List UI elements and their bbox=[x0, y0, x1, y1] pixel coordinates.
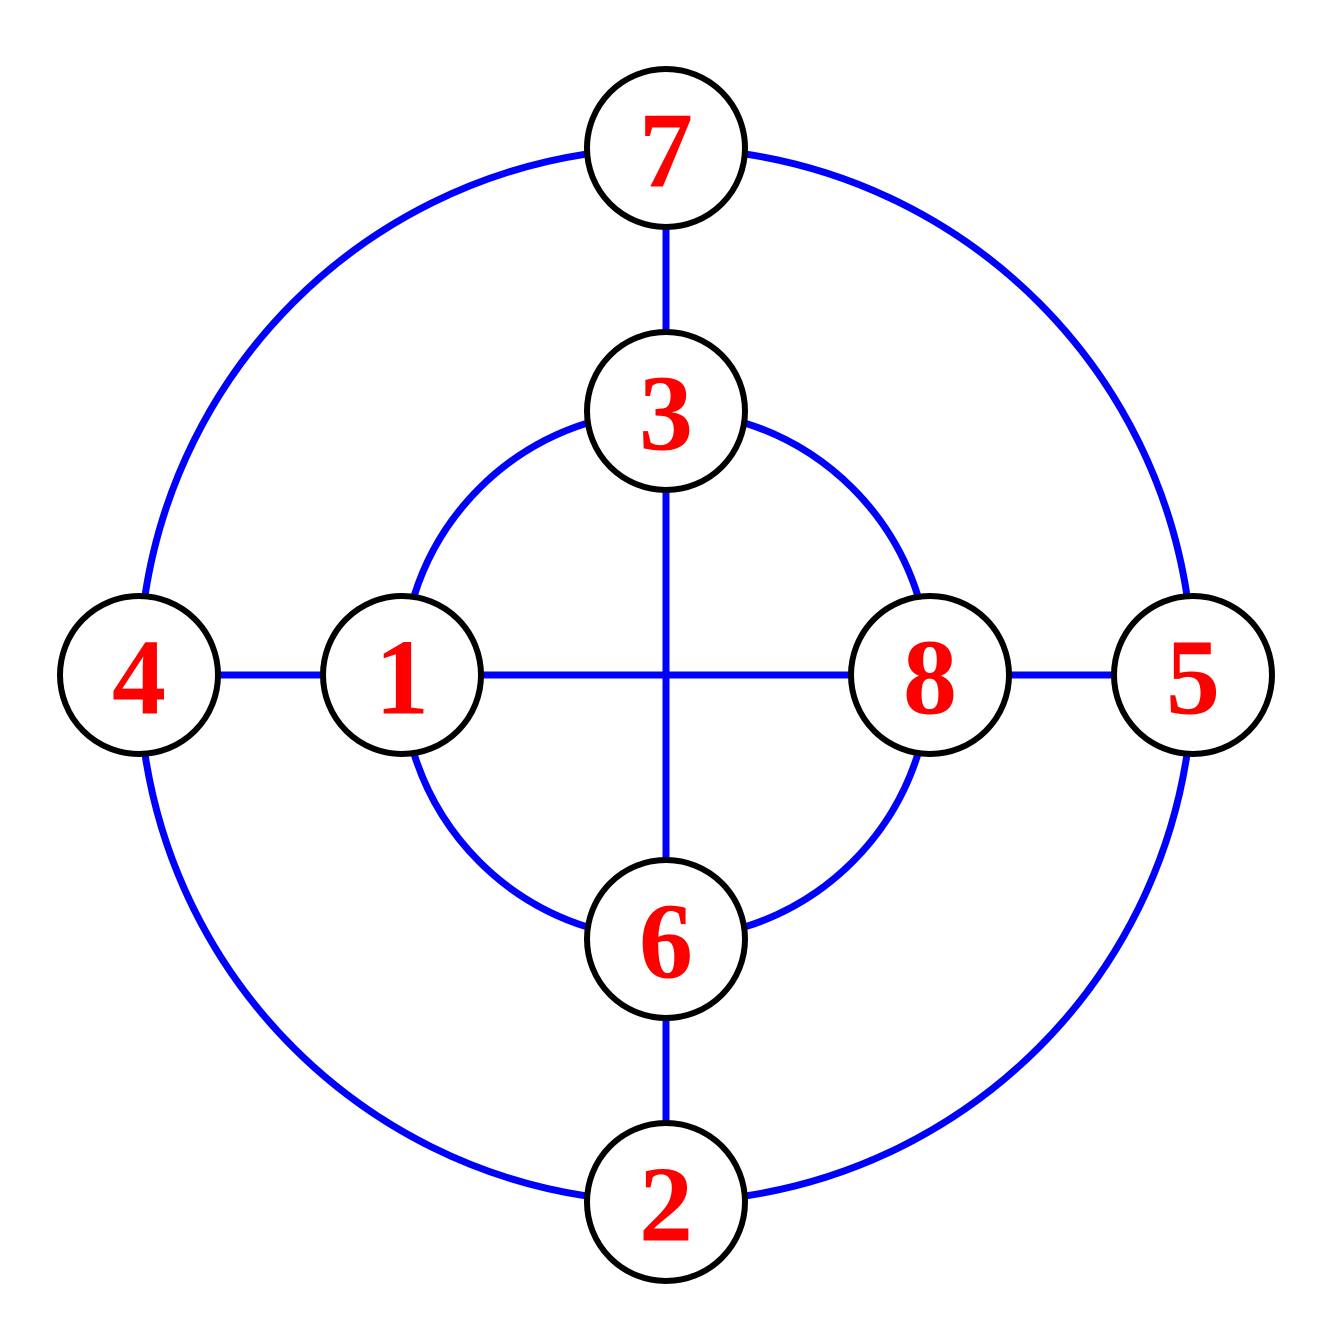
node-3[interactable]: 3 bbox=[584, 329, 748, 493]
edge-1-3 bbox=[410, 419, 589, 598]
node-label-7: 7 bbox=[639, 92, 693, 211]
node-label-8: 8 bbox=[903, 619, 957, 738]
node-8[interactable]: 8 bbox=[848, 593, 1012, 757]
edge-6-1 bbox=[410, 752, 589, 931]
node-6[interactable]: 6 bbox=[584, 857, 748, 1021]
node-1[interactable]: 1 bbox=[320, 593, 484, 757]
node-circle-7[interactable] bbox=[584, 66, 748, 230]
node-circle-5[interactable] bbox=[1111, 593, 1275, 757]
edge-4-7 bbox=[141, 150, 587, 596]
node-label-5: 5 bbox=[1166, 619, 1220, 738]
node-circle-2[interactable] bbox=[584, 1120, 748, 1284]
node-circle-8[interactable] bbox=[848, 593, 1012, 757]
node-circle-3[interactable] bbox=[584, 329, 748, 493]
edge-2-4 bbox=[141, 754, 587, 1200]
edge-layer bbox=[141, 150, 1191, 1200]
edge-3-8 bbox=[743, 419, 922, 598]
node-circle-1[interactable] bbox=[320, 593, 484, 757]
edge-7-5 bbox=[745, 150, 1191, 596]
node-label-4: 4 bbox=[112, 619, 166, 738]
node-label-2: 2 bbox=[639, 1146, 693, 1265]
node-4[interactable]: 4 bbox=[57, 593, 221, 757]
node-circle-6[interactable] bbox=[584, 857, 748, 1021]
node-label-6: 6 bbox=[639, 883, 693, 1002]
node-circle-4[interactable] bbox=[57, 593, 221, 757]
node-5[interactable]: 5 bbox=[1111, 593, 1275, 757]
node-label-3: 3 bbox=[639, 355, 693, 474]
node-2[interactable]: 2 bbox=[584, 1120, 748, 1284]
edge-5-2 bbox=[745, 754, 1191, 1200]
edge-8-6 bbox=[743, 752, 922, 931]
node-layer: 7 5 2 4 3 8 6 1 bbox=[57, 66, 1275, 1284]
node-7[interactable]: 7 bbox=[584, 66, 748, 230]
node-label-1: 1 bbox=[375, 619, 429, 738]
